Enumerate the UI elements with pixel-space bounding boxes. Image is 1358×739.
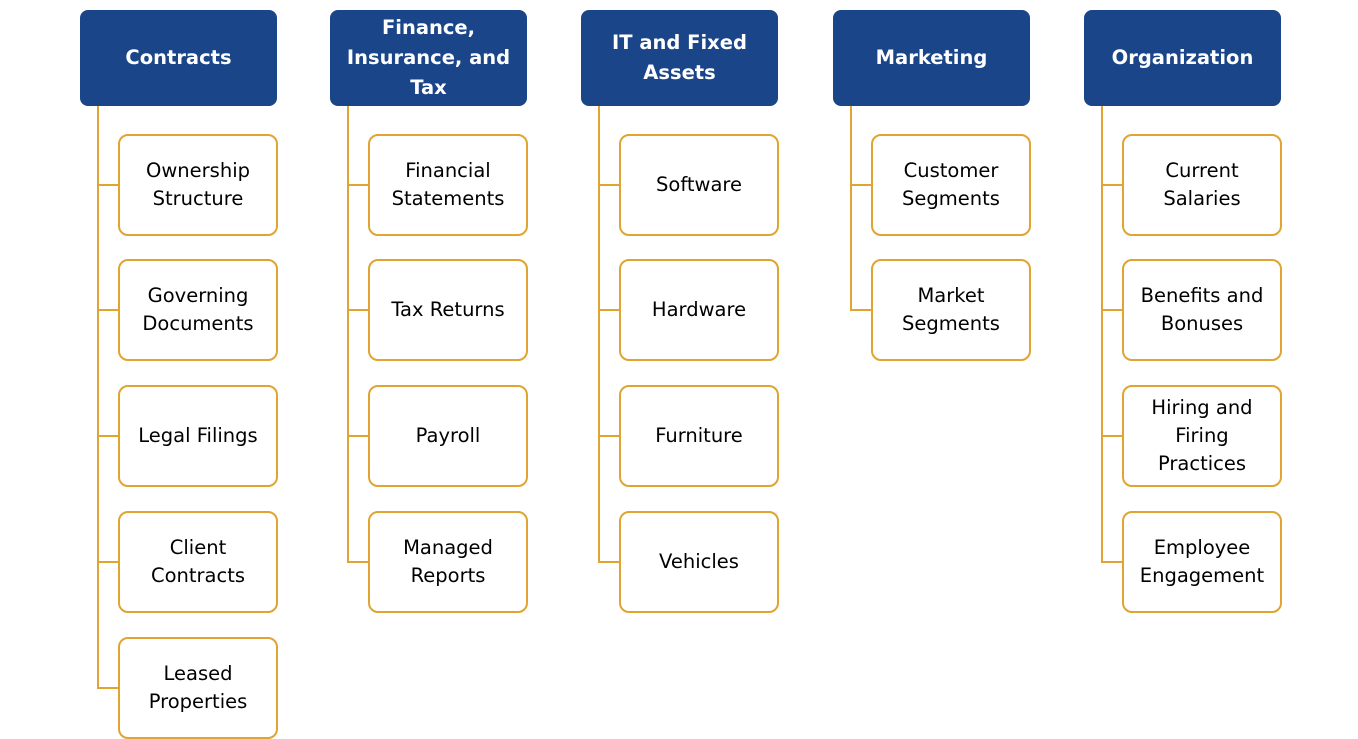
connector-trunk (347, 106, 349, 563)
item-box-client-contracts: Client Contracts (118, 511, 278, 613)
item-box-software: Software (619, 134, 779, 236)
connector-branch (598, 309, 619, 311)
item-box-managed-reports: Managed Reports (368, 511, 528, 613)
item-label: Employee Engagement (1139, 536, 1265, 587)
item-box-vehicles: Vehicles (619, 511, 779, 613)
item-label: Vehicles (659, 550, 739, 573)
item-label: Financial Statements (391, 159, 505, 210)
connector-branch (598, 435, 619, 437)
connector-branch (97, 435, 118, 437)
category-header: Marketing (833, 10, 1030, 106)
item-label: Managed Reports (403, 536, 493, 587)
connector-branch (347, 309, 368, 311)
connector-trunk (850, 106, 852, 311)
connector-trunk (97, 106, 99, 689)
item-label: Furniture (655, 424, 743, 447)
category-header: Organization (1084, 10, 1281, 106)
item-box-financial-statements: Financial Statements (368, 134, 528, 236)
item-box-furniture: Furniture (619, 385, 779, 487)
item-label: Customer Segments (902, 159, 1000, 210)
item-label: Hardware (651, 298, 747, 321)
connector-branch (1101, 184, 1122, 186)
item-label: Client Contracts (150, 536, 246, 587)
connector-branch (97, 309, 118, 311)
item-label: Leased Properties (148, 662, 248, 713)
connector-branch (850, 184, 871, 186)
item-box-payroll: Payroll (368, 385, 528, 487)
item-label: Tax Returns (391, 298, 505, 321)
connector-trunk (1101, 106, 1103, 563)
category-header: IT and Fixed Assets (581, 10, 778, 106)
item-label: Legal Filings (138, 424, 258, 447)
item-box-market-segments: Market Segments (871, 259, 1031, 361)
item-box-ownership-structure: Ownership Structure (118, 134, 278, 236)
connector-branch (347, 435, 368, 437)
connector-branch (347, 561, 368, 563)
item-box-hardware: Hardware (619, 259, 779, 361)
item-label: Ownership Structure (146, 159, 250, 210)
connector-branch (1101, 309, 1122, 311)
category-header: Finance, Insurance, and Tax (330, 10, 527, 106)
item-label: Current Salaries (1163, 159, 1241, 210)
connector-branch (1101, 561, 1122, 563)
connector-trunk (598, 106, 600, 563)
item-label: Software (656, 173, 742, 196)
item-box-tax-returns: Tax Returns (368, 259, 528, 361)
connector-branch (598, 184, 619, 186)
item-box-current-salaries: Current Salaries (1122, 134, 1282, 236)
item-label: Payroll (415, 424, 481, 447)
item-box-benefits-and-bonuses: Benefits and Bonuses (1122, 259, 1282, 361)
item-label: Market Segments (902, 284, 1000, 335)
item-box-governing-documents: Governing Documents (118, 259, 278, 361)
item-label: Governing Documents (142, 284, 254, 335)
connector-branch (850, 309, 871, 311)
item-box-employee-engagement: Employee Engagement (1122, 511, 1282, 613)
category-header: Contracts (80, 10, 277, 106)
item-box-customer-segments: Customer Segments (871, 134, 1031, 236)
item-label: Hiring and Firing Practices (1151, 396, 1253, 475)
connector-branch (97, 561, 118, 563)
connector-branch (97, 184, 118, 186)
item-label: Benefits and Bonuses (1140, 284, 1264, 335)
connector-branch (598, 561, 619, 563)
connector-branch (347, 184, 368, 186)
connector-branch (1101, 435, 1122, 437)
item-box-legal-filings: Legal Filings (118, 385, 278, 487)
item-box-hiring-and-firing-practices: Hiring and Firing Practices (1122, 385, 1282, 487)
item-box-leased-properties: Leased Properties (118, 637, 278, 739)
connector-branch (97, 687, 118, 689)
